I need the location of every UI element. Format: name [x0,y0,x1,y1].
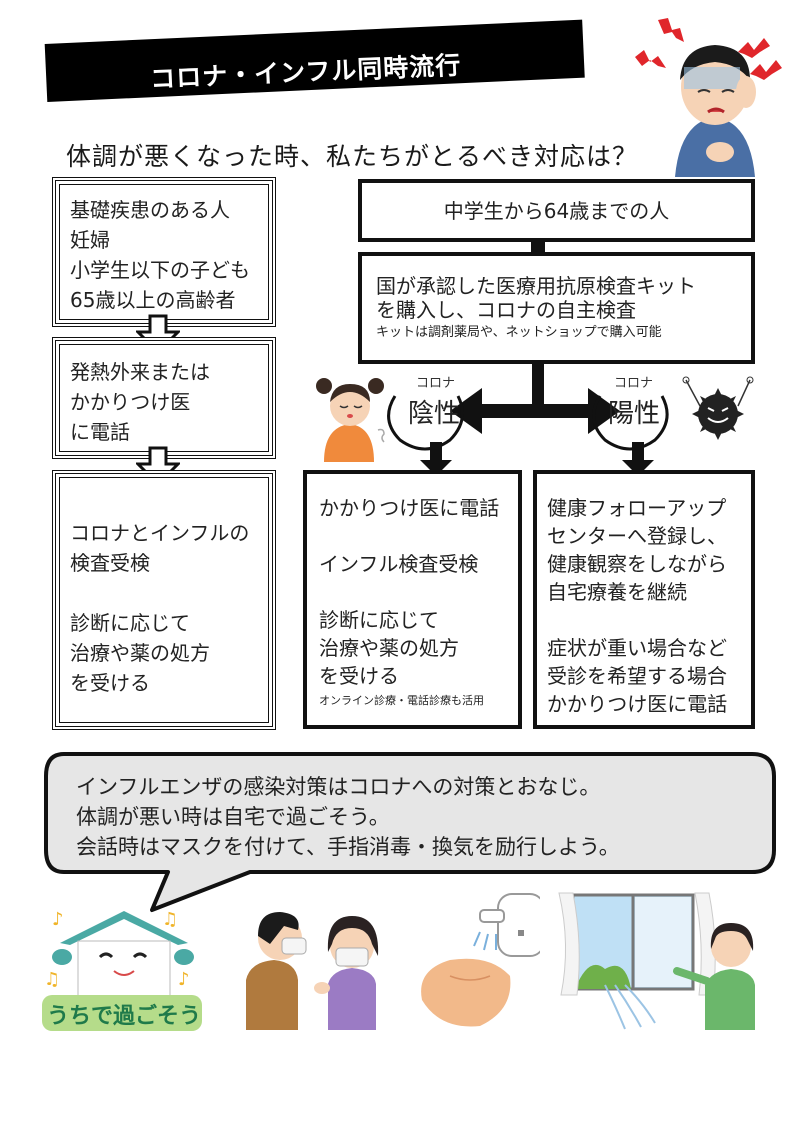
music-note-icon: ♫ [162,909,178,930]
negative-label: 陰性 [408,399,461,429]
stay-home-house-illustration: ♪ ♫ ♫ ♪ [42,909,202,1031]
antigen-kit-note: キットは調剤薬局や、ネットショップで購入可能 [376,325,662,340]
antigen-kit-text: 国が承認した医療用抗原検査キット を購入し、コロナの自主検査 [376,274,696,322]
down-arrow-icon [420,460,452,476]
testing-treatment-text: コロナとインフルの 検査受検 診断に応じて 治療や薬の処方 を受ける [70,521,250,695]
pain-lightning-icon [635,18,782,80]
positive-action-box: 健康フォローアップ センターへ登録し、 健康観察をしながら 自宅療養を継続 症状… [533,470,755,729]
branch-arrows [387,362,669,476]
testing-treatment-box: コロナとインフルの 検査受検 診断に応じて 治療や薬の処方 を受ける [52,470,276,730]
down-arrow-icon [622,460,654,476]
stay-home-label: うちで過ごそう [46,1004,201,1029]
page-subtitle: 体調が悪くなった時、私たちがとるべき対応は？ [66,142,639,171]
positive-bracket [592,395,669,451]
virus-illustration [682,376,754,440]
right-arrow-icon [588,388,620,434]
positive-label: 陽性 [608,399,661,429]
hand-sanitizer-illustration [421,893,540,1027]
antigen-kit-box: 国が承認した医療用抗原検査キット を購入し、コロナの自主検査 キットは調剤薬局や… [358,252,755,364]
high-risk-group-text: 基礎疾患のある人 妊婦 小学生以下の子ども 65歳以上の高齢者 [70,198,250,312]
music-note-icon: ♪ [52,909,64,930]
house-roof [60,911,188,945]
speech-bubble-text: インフルエンザの感染対策はコロナへの対策とおなじ。 体調が悪い時は自宅で過ごそう… [76,775,620,859]
positive-action-text: 健康フォローアップ センターへ登録し、 健康観察をしながら 自宅療養を継続 症状… [547,496,728,716]
relieved-girl-illustration [316,378,385,462]
age-group-box: 中学生から64歳までの人 [358,179,755,242]
masked-conversation-illustration [246,912,379,1030]
negative-action-note: オンライン診療・電話診療も活用 [319,694,484,707]
sick-person-illustration [635,18,782,177]
age-group-text: 中学生から64歳までの人 [443,199,670,223]
positive-small-label: コロナ [614,376,654,391]
negative-action-box: かかりつけ医に電話 インフル検査受検 診断に応じて 治療や薬の処方 を受ける オ… [303,470,522,729]
high-risk-group-box: 基礎疾患のある人 妊婦 小学生以下の子ども 65歳以上の高齢者 [52,177,276,327]
window-ventilation-illustration [558,892,755,1030]
negative-bracket [387,395,464,451]
negative-small-label: コロナ [416,376,456,391]
music-note-icon: ♫ [44,969,60,990]
hair [680,45,750,80]
call-clinic-text: 発熱外来または かかりつけ医 に電話 [70,360,210,444]
left-arrow-icon [450,388,482,434]
speech-bubble [44,752,776,912]
negative-action-text: かかりつけ医に電話 インフル検査受検 診断に応じて 治療や薬の処方 を受ける [319,496,500,688]
call-clinic-box: 発熱外来または かかりつけ医 に電話 [52,337,276,459]
music-note-icon: ♪ [178,969,190,990]
